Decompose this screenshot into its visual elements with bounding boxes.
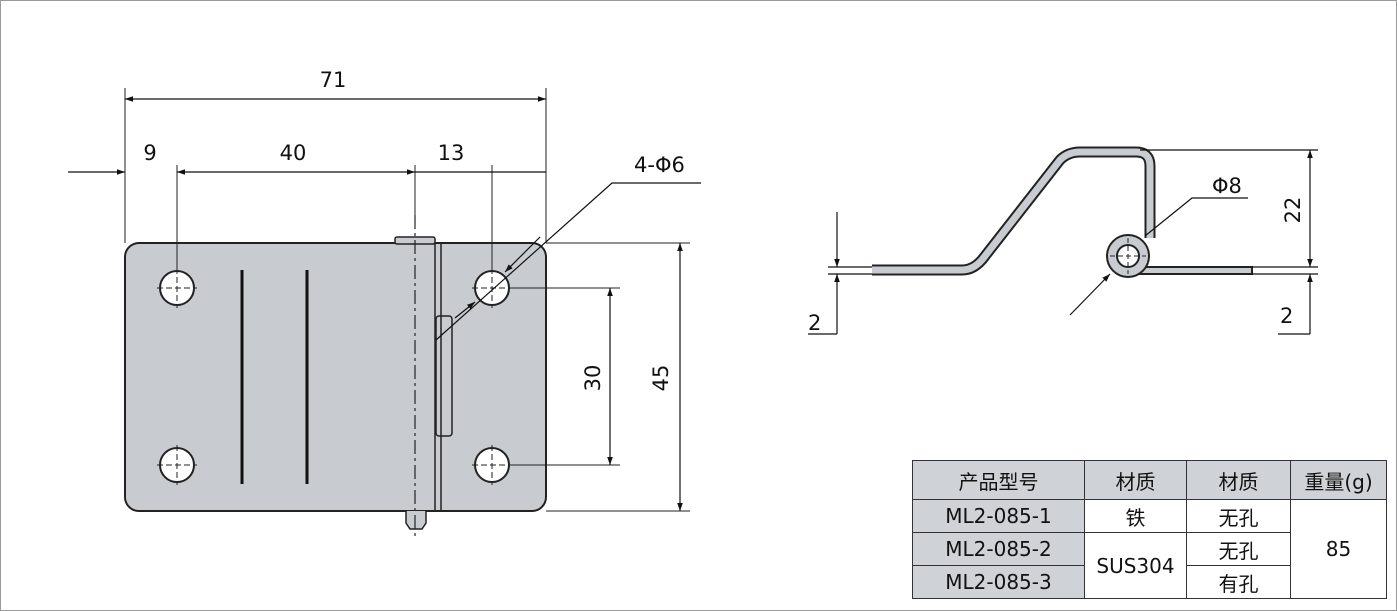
table-header-row: 产品型号 材质 材质 重量(g) <box>912 460 1387 500</box>
leaf-slot <box>435 315 453 437</box>
dim-45: 45 <box>649 365 673 392</box>
dim-hole-spec: 4-Φ6 <box>634 153 685 177</box>
table-row: ML2-085-1 铁 无孔 85 <box>912 499 1387 599</box>
hole-centerlines <box>157 268 512 485</box>
cell-model: ML2-085-2 <box>912 532 1085 566</box>
cell-weight: 85 <box>1290 499 1387 599</box>
dim-13: 13 <box>438 141 465 165</box>
header-weight: 重量(g) <box>1290 460 1387 500</box>
table-row: ML2-085-3 有孔 <box>912 565 1387 599</box>
hole-leader <box>435 182 701 341</box>
header-model: 产品型号 <box>912 460 1085 500</box>
pin-leader <box>1144 197 1248 237</box>
cell-material: SUS304 <box>1084 532 1187 599</box>
dim-pin-diameter: Φ8 <box>1212 174 1242 198</box>
dim-9: 9 <box>143 141 156 165</box>
cell-hole: 无孔 <box>1186 532 1291 566</box>
front-view: 71 9 40 13 4-Φ6 30 45 <box>68 68 701 540</box>
cell-hole: 有孔 <box>1186 565 1291 599</box>
cell-hole: 无孔 <box>1186 499 1291 533</box>
cell-model: ML2-085-1 <box>912 499 1085 533</box>
spec-table: 产品型号 材质 材质 重量(g) ML2-085-1 铁 无孔 85 ML2-0… <box>912 460 1387 599</box>
pin-end <box>405 511 427 530</box>
dim-40: 40 <box>280 141 307 165</box>
dim-71: 71 <box>320 68 347 92</box>
dim-22: 22 <box>1281 197 1305 224</box>
table-row: ML2-085-2 SUS304 无孔 <box>912 532 1387 599</box>
side-view: Φ8 22 2 2 <box>808 146 1318 335</box>
dim-thickness-left: 2 <box>808 311 821 335</box>
dim-thickness-right: 2 <box>1280 304 1293 328</box>
cell-model: ML2-085-3 <box>912 565 1085 599</box>
cell-material: 铁 <box>1084 499 1187 533</box>
right-leaf <box>1139 266 1253 275</box>
header-material-2: 材质 <box>1186 460 1291 500</box>
header-material: 材质 <box>1084 460 1187 500</box>
dim-30: 30 <box>581 365 605 392</box>
